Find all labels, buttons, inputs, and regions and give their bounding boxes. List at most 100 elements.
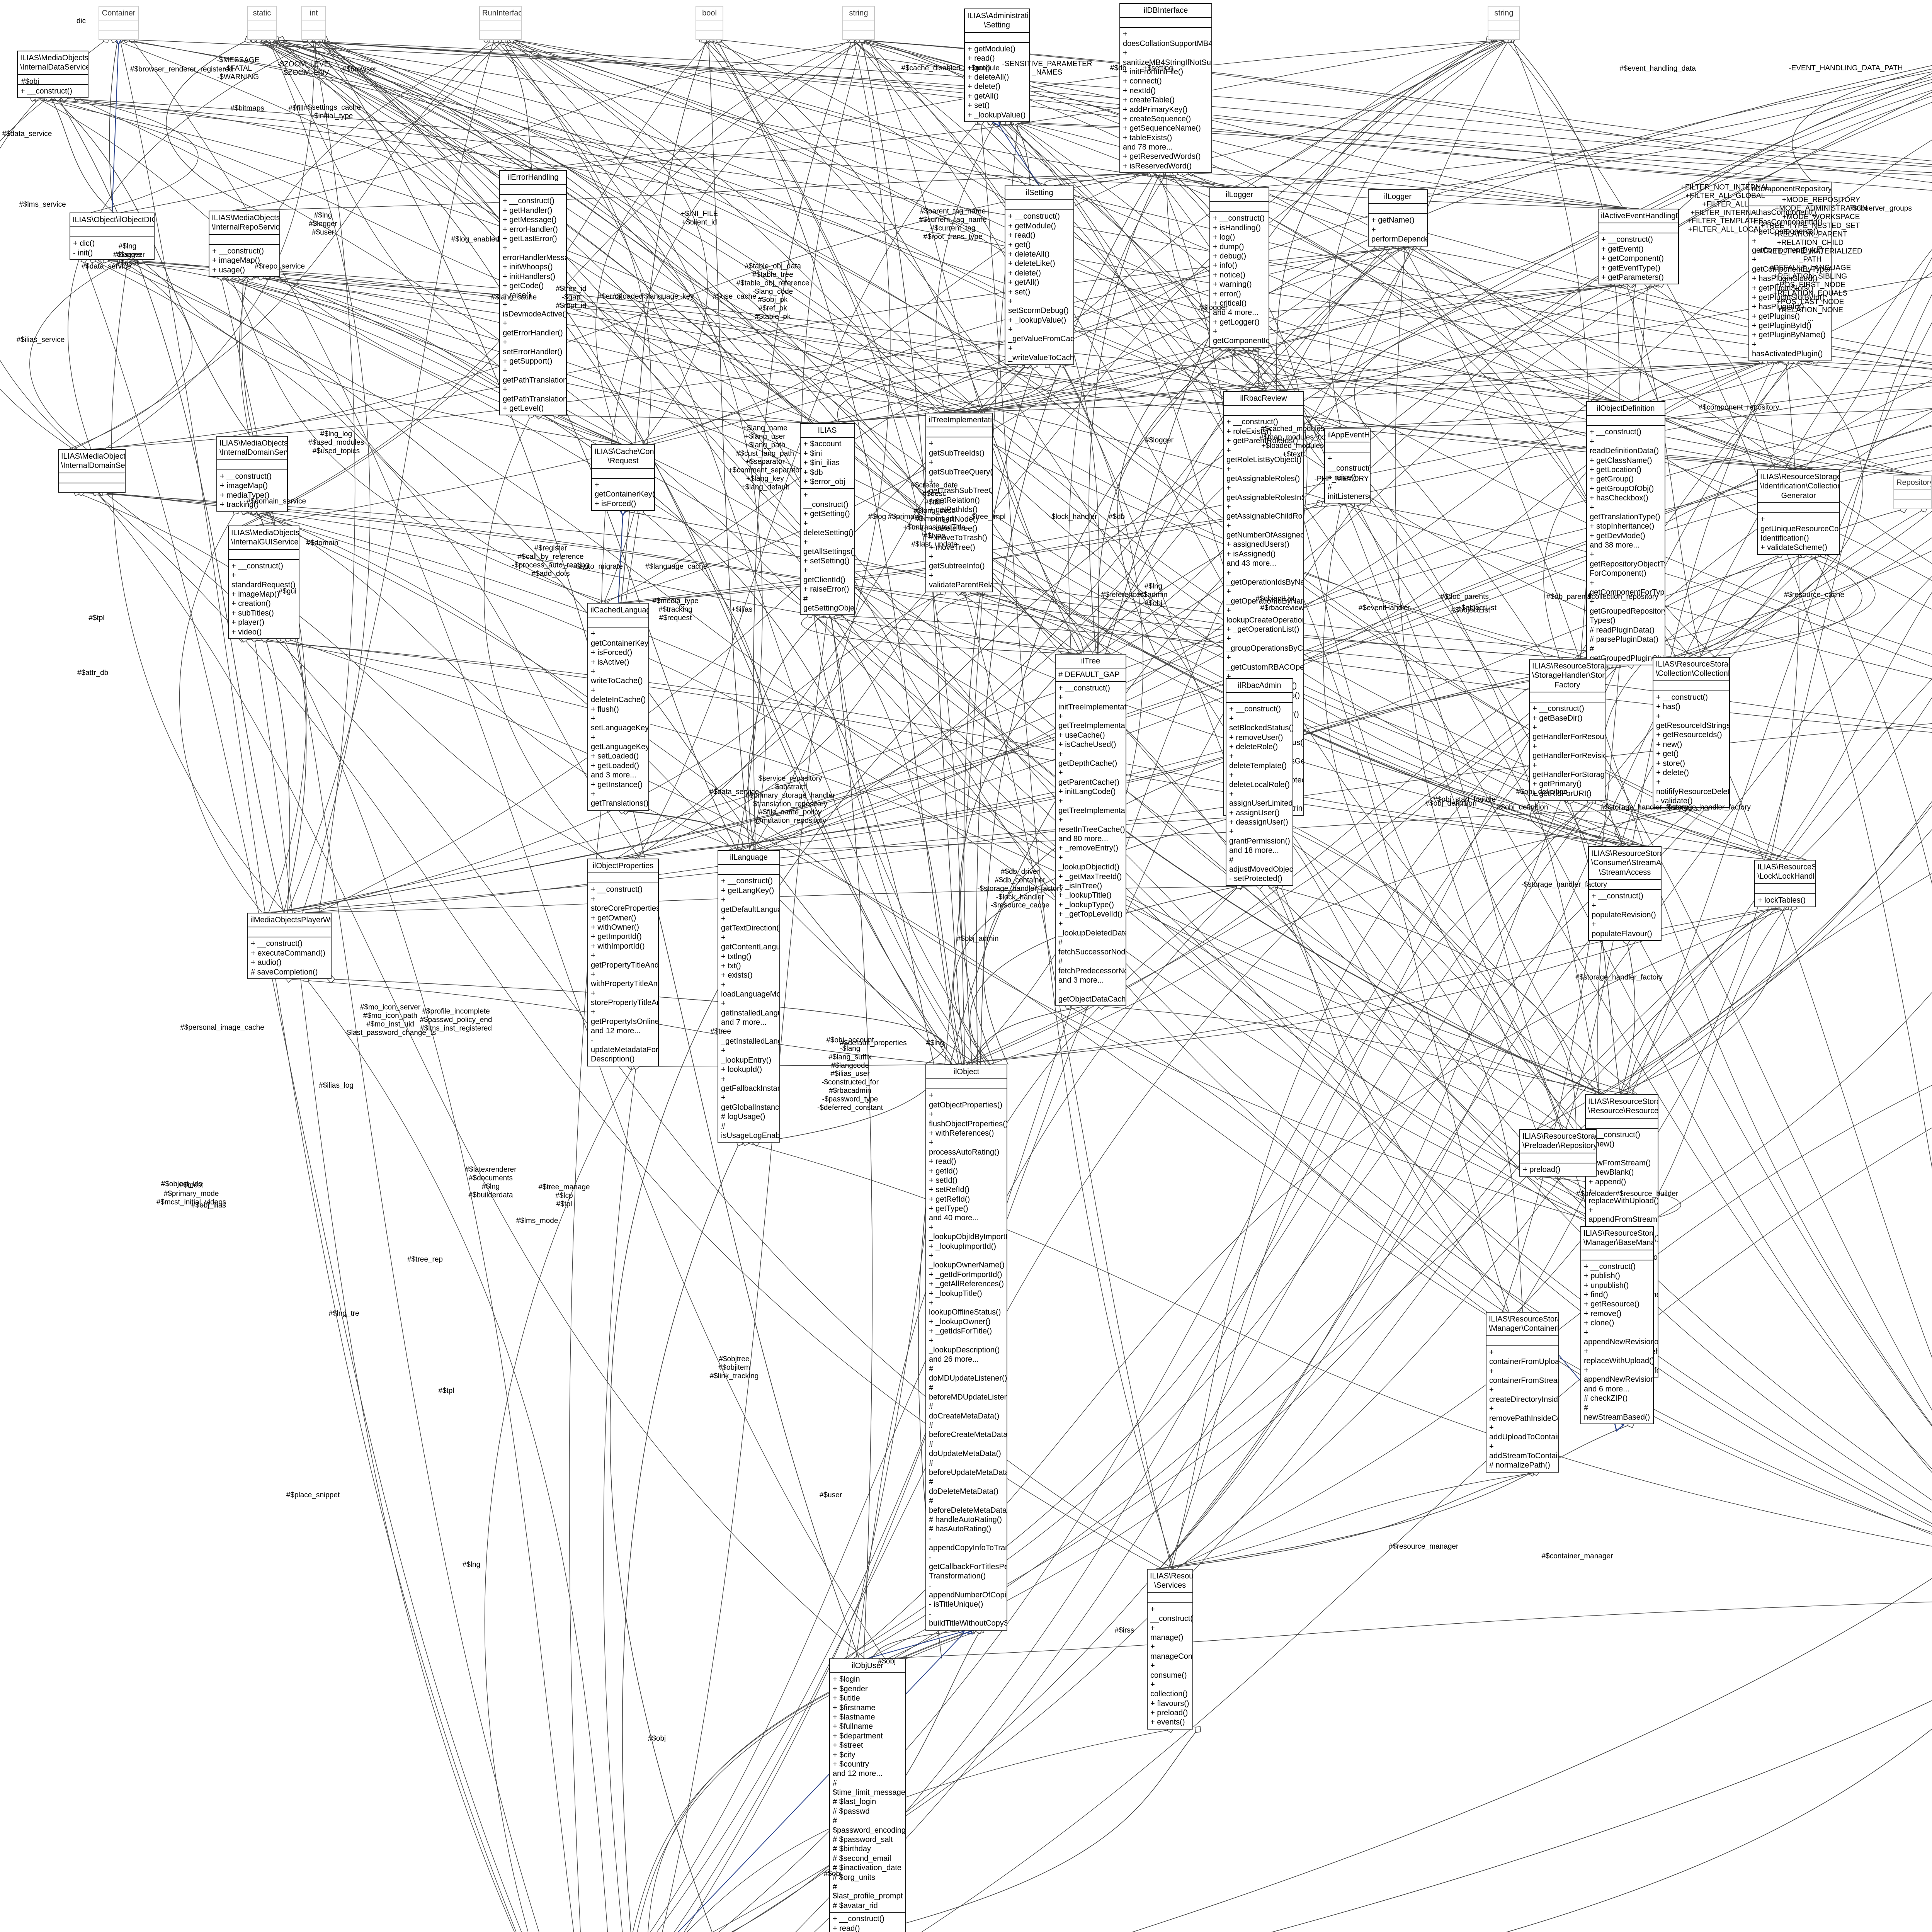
class-node[interactable]: ilLogger+ __construct() + isHandling() +… bbox=[1209, 187, 1269, 348]
class-node[interactable]: ILIAS\MediaObjects \InternalDomainServic… bbox=[216, 436, 288, 512]
class-node-attributes bbox=[480, 20, 521, 31]
class-node-operations: + __construct() + initTreeImplementation… bbox=[1058, 684, 1126, 1003]
class-node[interactable]: static bbox=[247, 6, 277, 40]
class-node-operations: + dic() - init() bbox=[73, 239, 95, 257]
edge-label: #$db bbox=[1110, 64, 1127, 73]
edge-label: #$obj_definition bbox=[1516, 788, 1568, 796]
class-node[interactable]: ILIAS\ResourceStorage \Preloader\Reposit… bbox=[1519, 1129, 1597, 1177]
edge-label: -EVENT_HANDLING_DATA_PATH bbox=[1789, 64, 1903, 73]
class-node[interactable]: ILIAS\ResourceStorage \Manager\Container… bbox=[1486, 1312, 1559, 1473]
class-node[interactable]: ilDBInterface+ doesCollationSupportMB4St… bbox=[1119, 3, 1212, 173]
class-node-attributes bbox=[1894, 490, 1931, 500]
class-node[interactable]: ILIAS\ResourceStorage \Manager\BaseManag… bbox=[1580, 1226, 1654, 1425]
class-node[interactable]: ILIAS\MediaObjects \InternalGUIService+ … bbox=[228, 526, 299, 639]
edge-label: #$place_snippet bbox=[286, 1491, 340, 1500]
class-node[interactable]: ilObjectProperties+ __construct() + stor… bbox=[587, 859, 659, 1066]
edge-label: #$obj_start_handle bbox=[1433, 796, 1496, 804]
edge-label: #$repo_service bbox=[255, 262, 305, 271]
edge-label: #$obj bbox=[648, 1735, 666, 1743]
class-node-attributes bbox=[1758, 503, 1839, 514]
class-node[interactable]: ILIAS\ResourceStorage \StorageHandler\St… bbox=[1529, 659, 1605, 801]
class-node[interactable]: ILIAS\MediaObjects \InternalDomainServic… bbox=[58, 449, 126, 493]
class-node[interactable]: Repository bbox=[1893, 475, 1932, 510]
edge-label: #$lng bbox=[462, 1561, 481, 1569]
class-node[interactable]: Container bbox=[99, 6, 139, 40]
class-node-attributes bbox=[1210, 202, 1269, 213]
edge-label: +$lang_name +$lang_user +$lang_path #$cu… bbox=[728, 424, 802, 492]
edge-label: #$personal_image_cache bbox=[180, 1024, 264, 1032]
edge-label: +MODE_REPOSITORY +MODE_ADMINISTRATION +M… bbox=[1775, 196, 1867, 221]
class-node[interactable]: ilTreeImplementation+ getSubTreeIds() + … bbox=[925, 413, 993, 592]
edge-label: #$data_service bbox=[81, 262, 131, 271]
edge-label: #$event_handling_data bbox=[1619, 65, 1696, 73]
class-node-attributes bbox=[248, 20, 276, 31]
edge-label: #$lng_tre bbox=[328, 1310, 359, 1318]
class-node[interactable]: string bbox=[842, 6, 875, 40]
class-node[interactable]: ilActiveEventHandlingData+ __construct()… bbox=[1598, 209, 1679, 285]
class-node-attributes bbox=[1488, 20, 1519, 31]
class-node-attributes bbox=[1581, 1250, 1653, 1260]
class-node-attributes bbox=[1486, 1336, 1558, 1346]
class-node[interactable]: string bbox=[1488, 6, 1520, 40]
class-node[interactable]: ilSetting+ __construct() + getModule() +… bbox=[1005, 185, 1074, 365]
class-node-title: ILIAS\ResourceStorage \Resource\Resource… bbox=[1586, 1095, 1658, 1119]
class-node[interactable]: ilComponentRepository+ hasComponent() + … bbox=[1748, 182, 1832, 361]
class-node[interactable]: ILIAS\ResourceStorage \Collection\Collec… bbox=[1653, 657, 1730, 808]
class-node-title: ILIAS\ResourceStorage \Lock\LockHandler bbox=[1755, 861, 1815, 884]
class-node[interactable]: ilAppEventHandler+ __construct() + raise… bbox=[1324, 428, 1371, 504]
class-node[interactable]: ILIAS\Object\ilObjectDIC+ dic() - init() bbox=[70, 213, 155, 260]
edge-label: #$data_service bbox=[2, 130, 52, 138]
class-node[interactable]: ILIAS\MediaObjects \InternalRepoService+… bbox=[209, 211, 280, 277]
class-node[interactable]: ilMediaObjectsPlayerWrapperGUI+ __constr… bbox=[247, 913, 332, 979]
edge-label: #$obj bbox=[21, 78, 39, 86]
class-node-attributes bbox=[926, 427, 992, 438]
class-node-attributes bbox=[1148, 1593, 1192, 1603]
class-node-operations: + getName() + performDependentProcess() bbox=[1371, 216, 1427, 244]
edge-label: #$primary bbox=[888, 513, 921, 521]
class-node[interactable]: ilLogger+ getName() + performDependentPr… bbox=[1368, 189, 1428, 247]
class-node-operations: + hasComponent() + hasComponentId() + ge… bbox=[1752, 208, 1831, 359]
class-node-operations: + __construct() + has() + getResourceIdS… bbox=[1656, 693, 1730, 806]
class-node[interactable]: ILIAS\ResourceStorage \Consumer\StreamAc… bbox=[1588, 846, 1662, 941]
class-node[interactable]: ilErrorHandling+ __construct() + getHand… bbox=[499, 170, 567, 416]
class-node-attributes bbox=[1224, 406, 1303, 416]
class-node[interactable]: ilCachedLanguage+ getContainerKey() + is… bbox=[587, 603, 649, 811]
class-node[interactable]: int bbox=[301, 6, 326, 40]
class-node-attributes bbox=[248, 927, 331, 938]
class-node[interactable]: ILIAS\ResourceStorage \Identification\Co… bbox=[1757, 469, 1840, 555]
class-node[interactable]: ilLanguage+ __construct() + getLangKey()… bbox=[718, 850, 780, 1143]
edge-label: #$cached_modules #$map_modules_txt +$loa… bbox=[1259, 425, 1326, 458]
class-node-title: string bbox=[1488, 7, 1519, 21]
edge-label: +$INI_FILE +$client_id bbox=[680, 210, 718, 226]
class-node[interactable]: ILIAS\ResourceStorage \Lock\LockHandler +… bbox=[1754, 860, 1816, 908]
class-node-attributes bbox=[209, 235, 279, 245]
class-node-operations bbox=[696, 31, 723, 39]
edge-label: #$media_type #$tracking #$request bbox=[652, 597, 699, 622]
class-node-title: ilObjUser bbox=[830, 1659, 905, 1673]
class-node-attributes bbox=[592, 469, 654, 479]
class-node[interactable]: bool bbox=[696, 6, 723, 40]
class-node-operations bbox=[302, 31, 325, 39]
class-node-title: ilObjectProperties bbox=[588, 859, 658, 874]
edge-label: +FILTER_NOT_INTERNAL +FILTER_ALL_GLOBAL … bbox=[1680, 183, 1770, 234]
class-node[interactable]: ilObjectDefinition+ __construct() + read… bbox=[1586, 401, 1665, 666]
class-node[interactable]: ILIAS\Administration \Setting+ getModule… bbox=[964, 9, 1030, 122]
edge-label: -$tree_impl bbox=[969, 513, 1006, 521]
class-node[interactable]: ilTree# DEFAULT_GAP+ __construct() + ini… bbox=[1055, 654, 1126, 1007]
class-node[interactable]: ilObjUser+ $login + $gender + $utitle + … bbox=[829, 1658, 906, 1932]
edge-label: #$tree_id -$gap #$root_id bbox=[556, 285, 587, 310]
class-node[interactable]: ILIAS\Cache\Container \Request+ getConta… bbox=[591, 444, 655, 511]
class-node[interactable]: ILIAS\MediaObjects \InternalDataService+… bbox=[17, 51, 88, 99]
class-node[interactable]: ilObject+ getObjectProperties() + flushO… bbox=[925, 1065, 1007, 1631]
class-node[interactable]: ILIAS\ResourceStorage \Services+ __const… bbox=[1147, 1569, 1193, 1730]
class-node-title: ILIAS\MediaObjects \InternalDomainServic… bbox=[59, 450, 125, 473]
class-node-title: ILIAS\MediaObjects \InternalDomainServic… bbox=[217, 437, 287, 460]
class-node-operations: + lockTables() bbox=[1758, 896, 1806, 905]
class-node[interactable]: ILIAS+ $account + $ini + $ini_ilias + $d… bbox=[800, 423, 855, 616]
class-node[interactable]: ilRbacAdmin+ __construct() + setBlockedS… bbox=[1226, 678, 1293, 886]
class-node[interactable]: RunInterface bbox=[479, 6, 522, 40]
edge-label: #$tpl bbox=[438, 1387, 454, 1395]
edge-label: #$objtree #$objitem #$link_tracking bbox=[709, 1355, 759, 1380]
class-node-attributes bbox=[500, 185, 566, 195]
class-node-operations: + __construct() + getSetting() + deleteS… bbox=[803, 491, 855, 613]
